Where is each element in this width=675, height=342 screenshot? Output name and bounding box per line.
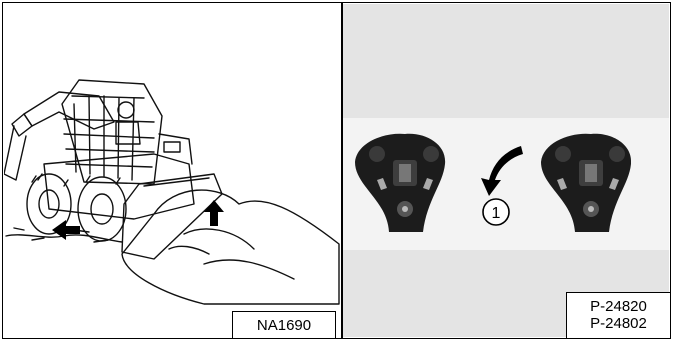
skid-steer-loader-illustration	[4, 4, 340, 337]
joystick-right	[541, 134, 631, 232]
figure-caption-right: P-24820 P-24802	[566, 292, 671, 339]
callout-number: 1	[492, 205, 501, 222]
joystick-left	[355, 134, 445, 232]
figure-caption-left: NA1690	[232, 311, 336, 339]
up-arrow-icon	[204, 200, 224, 226]
caption-line-2: P-24802	[567, 315, 670, 332]
caption-text: NA1690	[233, 317, 335, 334]
curved-arrow-icon	[481, 146, 523, 196]
joystick-photo-panel: 1	[343, 4, 669, 337]
caption-line-1: P-24820	[567, 298, 670, 315]
loader-illustration-panel	[4, 4, 340, 337]
joystick-photos: 1	[343, 4, 669, 337]
